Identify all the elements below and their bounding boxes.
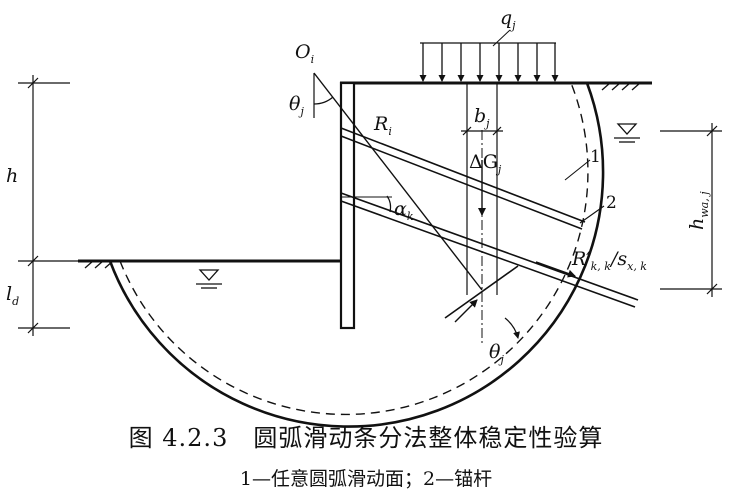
label-slice-width: bj [474, 105, 490, 130]
angle-arc-top [313, 96, 334, 105]
slice-lines [466, 83, 498, 295]
callout-2-leader [579, 205, 605, 224]
callout-1-leader [564, 159, 591, 181]
figure-caption: 图 4.2.3 圆弧滑动条分法整体稳定性验算 [129, 424, 604, 452]
dimension-left [18, 75, 78, 336]
anchor-force-arrow [535, 261, 576, 278]
slip-arc-solid [108, 82, 605, 428]
label-angle-top: θj [289, 93, 304, 118]
label-radius: Ri [373, 113, 392, 138]
label-callout-2: 2 [606, 193, 617, 213]
anchor-upper [340, 127, 586, 230]
label-embed: ld [6, 283, 19, 308]
label-anchor-angle: αk [394, 198, 414, 223]
water-table-right [614, 123, 640, 143]
load-leader [492, 29, 511, 47]
label-load: qj [500, 7, 516, 32]
figure-legend: 1—任意圆弧滑动面；2—锚杆 [240, 468, 492, 490]
dim-tick-left [462, 126, 472, 136]
label-callout-1: 1 [590, 147, 601, 167]
slice-base-tangent [444, 265, 519, 319]
label-water-head: hwa, j [686, 191, 711, 230]
water-table-left [196, 269, 222, 289]
label-anchor-force: R′k, k/sx, k [571, 248, 647, 273]
normal-force-arrow [454, 299, 478, 323]
angle-arc-bottom [504, 317, 520, 339]
label-weight: ΔGj [469, 151, 502, 176]
dimension-right [660, 123, 722, 297]
load-arrows [419, 42, 559, 82]
ground-hatch-right [601, 82, 641, 91]
label-height: h [6, 165, 18, 187]
label-angle-bottom: θj [489, 341, 504, 366]
radius-line [313, 72, 483, 291]
slip-arc-dashed [119, 82, 589, 416]
label-center: Oi [295, 41, 314, 66]
dim-tick-right [492, 126, 502, 136]
anchor-lower [340, 192, 639, 308]
